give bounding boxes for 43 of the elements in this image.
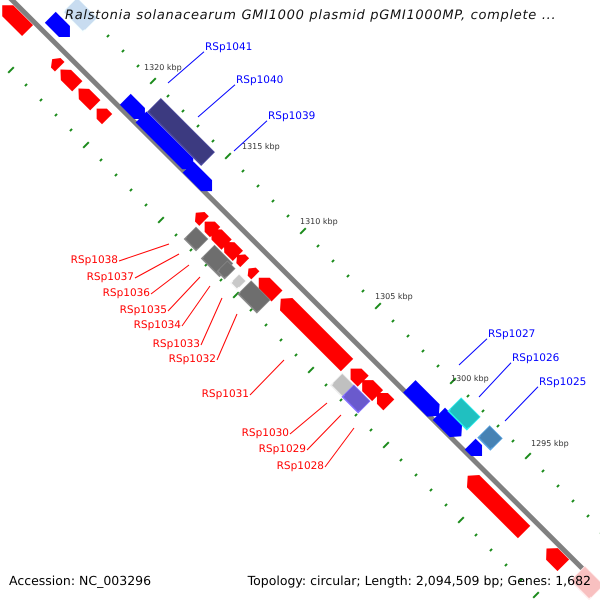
gene-label: RSp1029 [258, 444, 306, 456]
leader-line [250, 360, 284, 396]
gene-label: RSp1034 [134, 320, 181, 332]
leader-line [200, 298, 222, 346]
footer-text: Topology: circular; Length: 2,094,509 bp; Genes: 1,682 [248, 574, 591, 588]
scale-label: 1320 kbp [144, 64, 182, 73]
gene-label: RSp1028 [276, 461, 324, 473]
leader-line [134, 254, 180, 278]
gene-label: RSp1031 [202, 389, 249, 401]
leader-line [168, 276, 200, 312]
gene-label: RSp1027 [488, 329, 536, 341]
scale-label: 1310 kbp [300, 218, 338, 227]
gene-label: RSp1026 [512, 353, 560, 365]
scale-label: 1295 kbp [531, 440, 569, 449]
gene-label: RSp1040 [236, 75, 284, 87]
gene-label: RSp1033 [152, 339, 200, 351]
gene-label: RSp1036 [102, 288, 150, 300]
scale-label: 1315 kbp [242, 143, 280, 152]
gene-label: RSp1041 [205, 42, 252, 54]
gene-label: RSp1039 [268, 111, 316, 123]
leader-line [150, 264, 190, 294]
leader-line [324, 428, 354, 468]
gene-label: RSp1038 [70, 255, 118, 267]
footer-text: Accession: NC_003296 [9, 574, 152, 588]
leader-line [306, 414, 342, 450]
leader-line [182, 286, 210, 326]
scale-label: 1300 kbp [451, 375, 489, 384]
gene-label: RSp1032 [168, 354, 216, 366]
gene-label: RSp1035 [120, 305, 167, 317]
gene-label: RSp1025 [539, 377, 586, 389]
leader-line [290, 402, 328, 434]
leader-line [168, 51, 204, 84]
leader-line [198, 84, 236, 118]
title: Ralstonia solanacearum GMI1000 plasmid pGMI1000MP, complete ... [65, 9, 556, 24]
gene-label: RSp1030 [242, 428, 289, 440]
leader-line [458, 338, 488, 366]
gene-label: RSp1037 [86, 272, 134, 284]
scale-label: 1305 kbp [375, 293, 413, 302]
leader-line [216, 314, 238, 360]
leader-line [478, 362, 512, 398]
leader-line [118, 244, 170, 262]
leader-line [234, 120, 268, 152]
leader-line [504, 386, 538, 422]
